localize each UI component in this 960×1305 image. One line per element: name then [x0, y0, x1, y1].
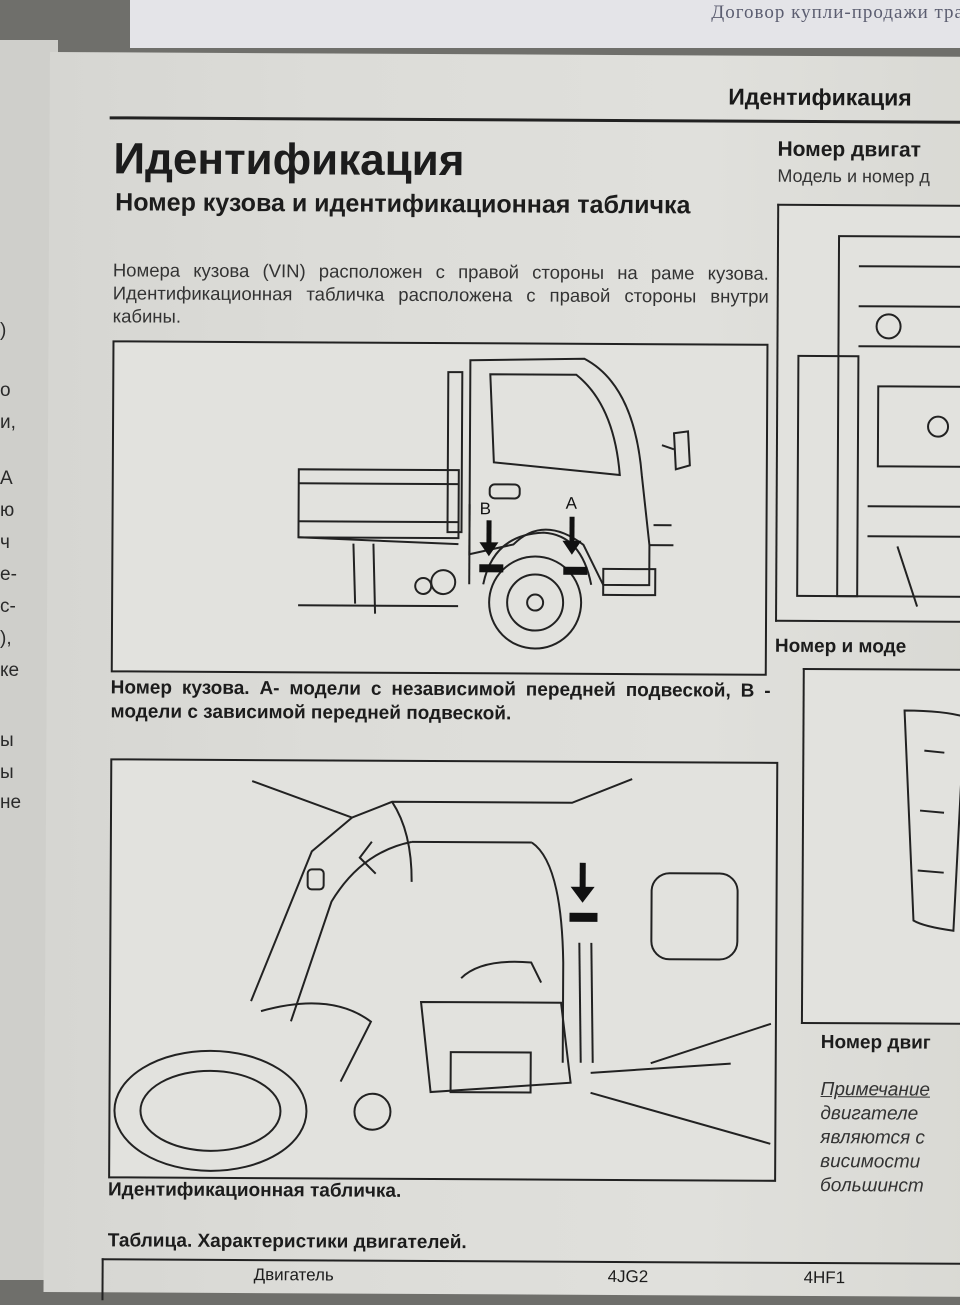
page-header: Идентификация — [112, 80, 932, 84]
cabin-interior-illustration — [110, 760, 776, 1179]
note-line-5: большинст — [820, 1174, 930, 1199]
cabin-figure-caption: Идентификационная табличка. — [108, 1178, 768, 1205]
truck-figure-caption: Номер кузова. А- модели с независимой пе… — [110, 676, 770, 727]
table-header-4hf1: 4HF1 — [804, 1268, 846, 1288]
left-page-fragment: ке — [0, 660, 19, 682]
table-title: Таблица. Характеристики двигателей. — [108, 1230, 467, 1254]
intro-paragraph: Номера кузова (VIN) расположен с правой … — [113, 258, 769, 330]
left-page-fragment: с- — [0, 596, 16, 618]
note-line-1: Примечание — [821, 1078, 931, 1103]
left-page-fragment: не — [0, 792, 21, 814]
background-document-title: Договор купли-продажи тра — [711, 2, 960, 24]
left-page-fragment: ы — [0, 762, 14, 784]
left-page-fragment: ю — [0, 500, 14, 522]
note-line-3: являются с — [820, 1126, 930, 1151]
left-page-fragment: ы — [0, 730, 14, 752]
truck-figure: B A — [111, 340, 769, 675]
left-page-fragment: ) — [0, 320, 6, 342]
left-page-fragment: ч — [0, 532, 10, 554]
engine-number-subheading: Модель и номер д — [777, 166, 930, 188]
left-page-fragment: и, — [0, 412, 16, 434]
left-page-fragment: А — [0, 468, 13, 490]
left-page-fragment: о — [0, 380, 11, 402]
engine-number-illustration — [803, 670, 960, 1023]
section-subtitle: Номер кузова и идентификационная табличк… — [115, 186, 755, 221]
header-rule — [110, 116, 960, 124]
table-header-engine: Двигатель — [254, 1265, 334, 1285]
engine-figure-caption: Номер и моде — [775, 636, 906, 659]
page-title: Идентификация — [113, 134, 464, 186]
marker-b-label: B — [480, 499, 491, 518]
left-page-fragment: ), — [0, 628, 12, 650]
right-note: Примечание двигателе являются с висимост… — [820, 1078, 930, 1199]
running-head: Идентификация — [728, 84, 912, 112]
table-header-4jg2: 4JG2 — [608, 1267, 649, 1287]
engine-number-caption: Номер двиг — [821, 1032, 931, 1055]
background-document: Договор купли-продажи тра — [130, 0, 960, 48]
note-line-4: висимости — [820, 1150, 930, 1175]
cabin-figure — [108, 758, 778, 1181]
note-line-2: двигателе — [820, 1102, 930, 1127]
engine-number-heading: Номер двигат — [777, 138, 921, 163]
engine-figure — [775, 204, 960, 623]
left-page-fragment: е- — [0, 564, 17, 586]
engine-table: Двигатель 4JG2 4HF1 — [101, 1258, 960, 1305]
engine-illustration — [777, 206, 960, 621]
manual-page: Идентификация Идентификация Номер кузова… — [44, 52, 960, 1297]
marker-a-label: A — [566, 494, 578, 513]
engine-number-figure — [801, 668, 960, 1025]
truck-illustration: B A — [113, 342, 767, 673]
